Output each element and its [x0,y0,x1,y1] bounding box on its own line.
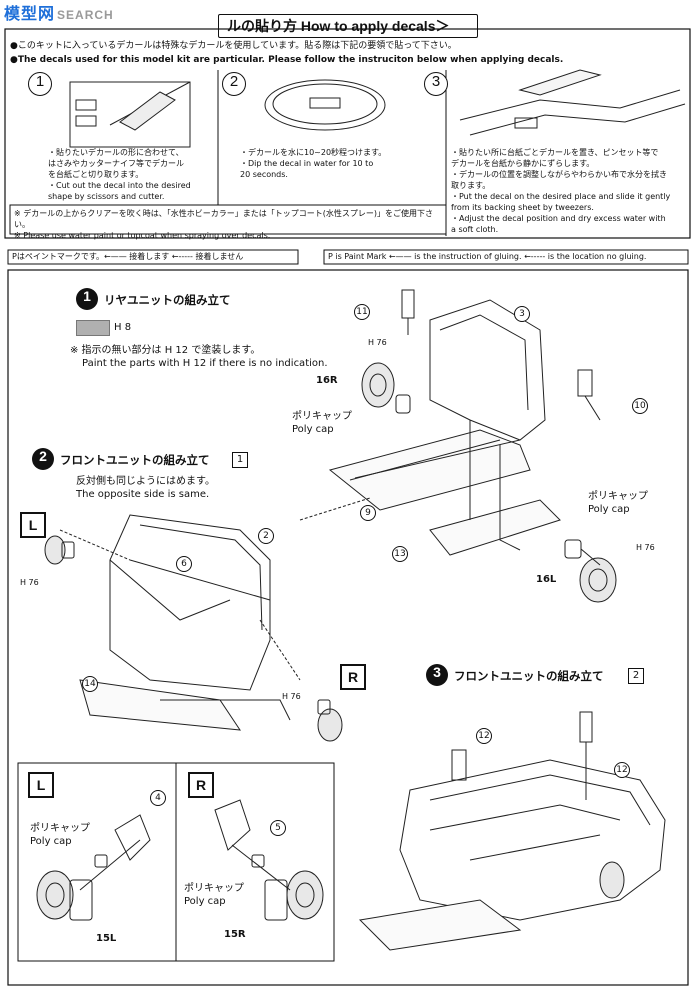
paint-swatch [76,320,110,336]
detail-R-drawing [214,799,324,921]
part-15L: 15L [96,933,117,944]
part-5: 5 [270,820,286,836]
part-4: 4 [150,790,166,806]
section-2-number: 2 [32,448,54,470]
detail-L-polycap: ポリキャップ Poly cap [30,823,90,847]
part-16R: 16R [316,375,338,386]
part-2: 2 [258,528,274,544]
decal-note: ※ デカールの上からクリアーを吹く時は、「水性ホビーカラー」または「トップコート… [14,209,434,240]
legend-en: P is Paint Mark ←—— is the instruction o… [328,252,647,261]
part-6: 6 [176,556,192,572]
part-3: 3 [514,306,530,322]
step-3-number: 3 [424,72,448,96]
decal-header: ルの貼り方 How to apply decals＞ [218,14,478,38]
section-1-number: 1 [76,288,98,310]
detail-L-badge: L [28,772,54,798]
legend-jp: Pはペイントマークです。←—— 接着します ←----- 接着しません [12,252,244,261]
part-9: 9 [360,505,376,521]
side-L-badge: L [20,512,46,538]
part-14: 14 [82,676,98,692]
section-3-box: 2 [628,668,644,684]
decal-intro-en: ●The decals used for this model kit are … [10,55,564,65]
section-1-note: ※ 指示の無い部分は H 12 で塗装します。 Paint the parts … [70,345,328,369]
step-2-number: 2 [222,72,246,96]
polycap-label-1: ポリキャップ Poly cap [292,411,352,435]
paint-ref-3: H 76 [20,578,39,587]
decal-intro-jp: ●このキットに入っているデカールは特殊なデカールを使用しています。貼る際は下記の… [10,41,457,51]
part-11: 11 [354,304,370,320]
detail-L-drawing [36,814,151,921]
step1-illustration [69,81,191,148]
section-2-title: フロントユニットの組み立て [60,453,210,467]
paint-code: H 8 [114,322,132,333]
part-13: 13 [392,546,408,562]
rear-unit-drawing [299,289,617,603]
part-12-a: 12 [476,728,492,744]
part-12-b: 12 [614,762,630,778]
detail-R-polycap: ポリキャップ Poly cap [184,883,244,907]
section-1-title: リヤユニットの組み立て [104,293,231,307]
polycap-label-2: ポリキャップ Poly cap [588,491,648,515]
part-16L: 16L [536,574,557,585]
section-3-number: 3 [426,664,448,686]
part-10: 10 [632,398,648,414]
paint-ref-2: H 76 [636,543,655,552]
front-unit-drawing [44,514,343,742]
step-1-number: 1 [28,72,52,96]
step-3-text: ・貼りたい所に台紙ごとデカールを置き、ピンセット等で デカールを台紙から静かにず… [451,148,671,234]
front-unit-3-drawing [358,711,666,951]
part-15R: 15R [224,929,246,940]
paint-ref-1: H 76 [368,338,387,347]
step2-illustration [264,79,386,131]
section-2-box: 1 [232,452,248,468]
detail-R-badge: R [188,772,214,798]
section-3-title: フロントユニットの組み立て [454,669,604,683]
paint-ref-4: H 76 [282,692,301,701]
opposite-side-note: 反対側も同じようにはめます。 The opposite side is same… [76,476,215,500]
step-2-text: ・デカールを水に10~20秒程つけます。 ・Dip the decal in w… [240,148,387,179]
step3-illustration [459,69,686,136]
step-1-text: ・貼りたいデカールの形に合わせて、 はさみやカッターナイフ等でデカール を台紙ご… [48,148,191,201]
side-R-badge: R [340,664,366,690]
